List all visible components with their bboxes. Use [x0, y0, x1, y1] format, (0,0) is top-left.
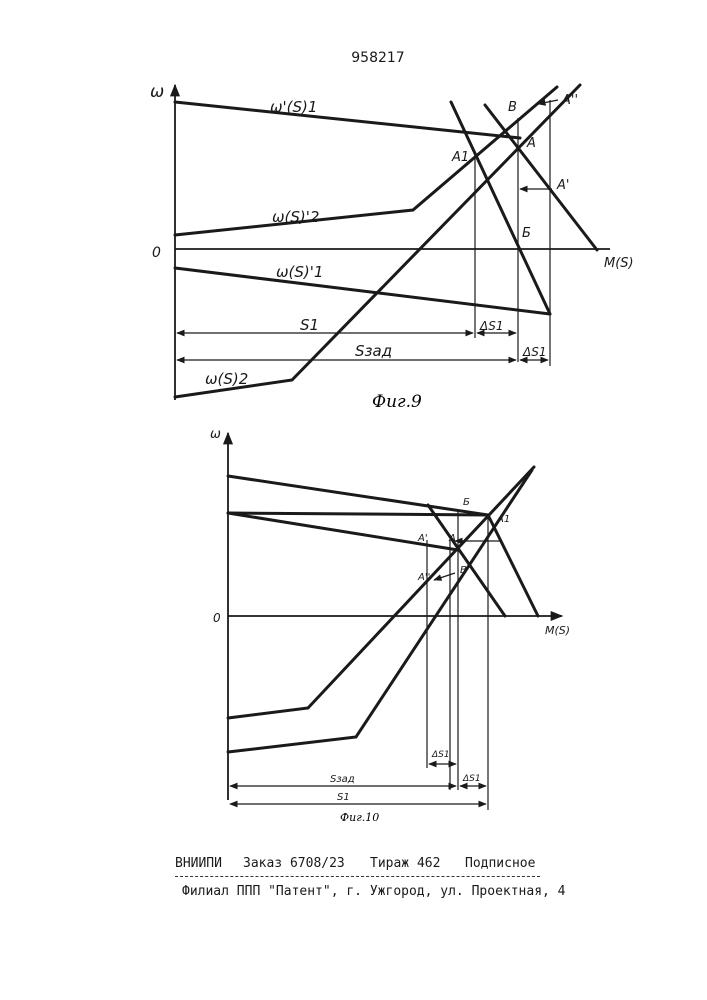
fig9-dim-label-delta-s1-upper: ΔS1: [479, 319, 503, 333]
fig10-lower-horizontal-curve: [228, 513, 488, 515]
fig9-point-b: B: [508, 100, 517, 115]
fig9-curve-omega-prime-s1: [175, 102, 520, 138]
fig10-x-axis-label: M(S): [545, 624, 570, 637]
fig9-point-a-double-prime: A'': [561, 93, 578, 108]
fig9-origin-label: 0: [152, 245, 161, 261]
fig9-point-a-prime: A': [556, 178, 569, 193]
fig10-point-be: Б: [463, 497, 470, 508]
fig9-dim-label-s-zad: Sзад: [355, 342, 392, 360]
fig9-point-a1: A1: [451, 150, 469, 165]
fig10-arrow-to-a-double-prime: [434, 573, 455, 580]
fig10-load-line-2: [428, 505, 505, 616]
fig10-point-a1: A1: [496, 514, 510, 525]
fig10-y-axis-label: ω: [210, 427, 221, 442]
fig9-point-a: A: [526, 136, 536, 151]
footer-subscription: Подписное: [465, 856, 535, 871]
fig10-point-a: A: [448, 533, 456, 544]
fig10-lower-horizontal-curve-ext: [228, 513, 458, 550]
footer-edition: Тираж 462: [370, 856, 440, 871]
fig9-y-axis-label: ω: [150, 82, 164, 102]
figure-9: ω 0 M(S) ω'(S)1 ω(S)'2 ω(S)'1 ω(S)2 B A'…: [150, 82, 634, 412]
fig10-dim-label-s1: S1: [337, 792, 350, 803]
figure-10: ω 0 M(S) Б A1 A' A A'' B ΔS1 ΔS1 Sз: [210, 427, 570, 824]
document-number: 958217: [351, 50, 404, 66]
fig10-origin-label: 0: [213, 611, 221, 625]
fig9-label-omega-s-prime2: ω(S)'2: [272, 208, 319, 226]
fig10-point-a-prime: A': [417, 533, 428, 544]
fig10-point-b: B: [460, 565, 467, 576]
fig10-point-a-double-prime: A'': [417, 572, 430, 583]
fig9-dim-label-delta-s1-lower: ΔS1: [522, 345, 546, 359]
footer-divider: [175, 876, 540, 877]
fig10-dim-label-s-zad: Sзад: [330, 774, 355, 785]
fig9-x-axis-label: M(S): [604, 256, 634, 271]
fig9-label-omega-s-prime1: ω(S)'1: [276, 263, 323, 281]
footer-order: Заказ 6708/23: [243, 856, 345, 871]
fig10-caption: Фиг.10: [340, 811, 379, 824]
fig10-dim-label-delta-s1-b: ΔS1: [462, 774, 481, 784]
fig9-dim-label-s1: S1: [300, 316, 319, 334]
fig9-point-be: Б: [522, 226, 531, 241]
fig9-caption: Фиг.9: [372, 392, 422, 412]
fig9-label-omega-prime-s1: ω'(S)1: [270, 98, 317, 116]
footer-org: ВНИИПИ: [175, 856, 222, 871]
fig10-upper-horizontal-curve: [228, 476, 488, 515]
footer-branch: Филиал ППП "Патент", г. Ужгород, ул. Про…: [182, 884, 566, 899]
fig10-dim-label-delta-s1-a: ΔS1: [431, 750, 450, 760]
fig9-label-omega-s2: ω(S)2: [205, 370, 248, 388]
